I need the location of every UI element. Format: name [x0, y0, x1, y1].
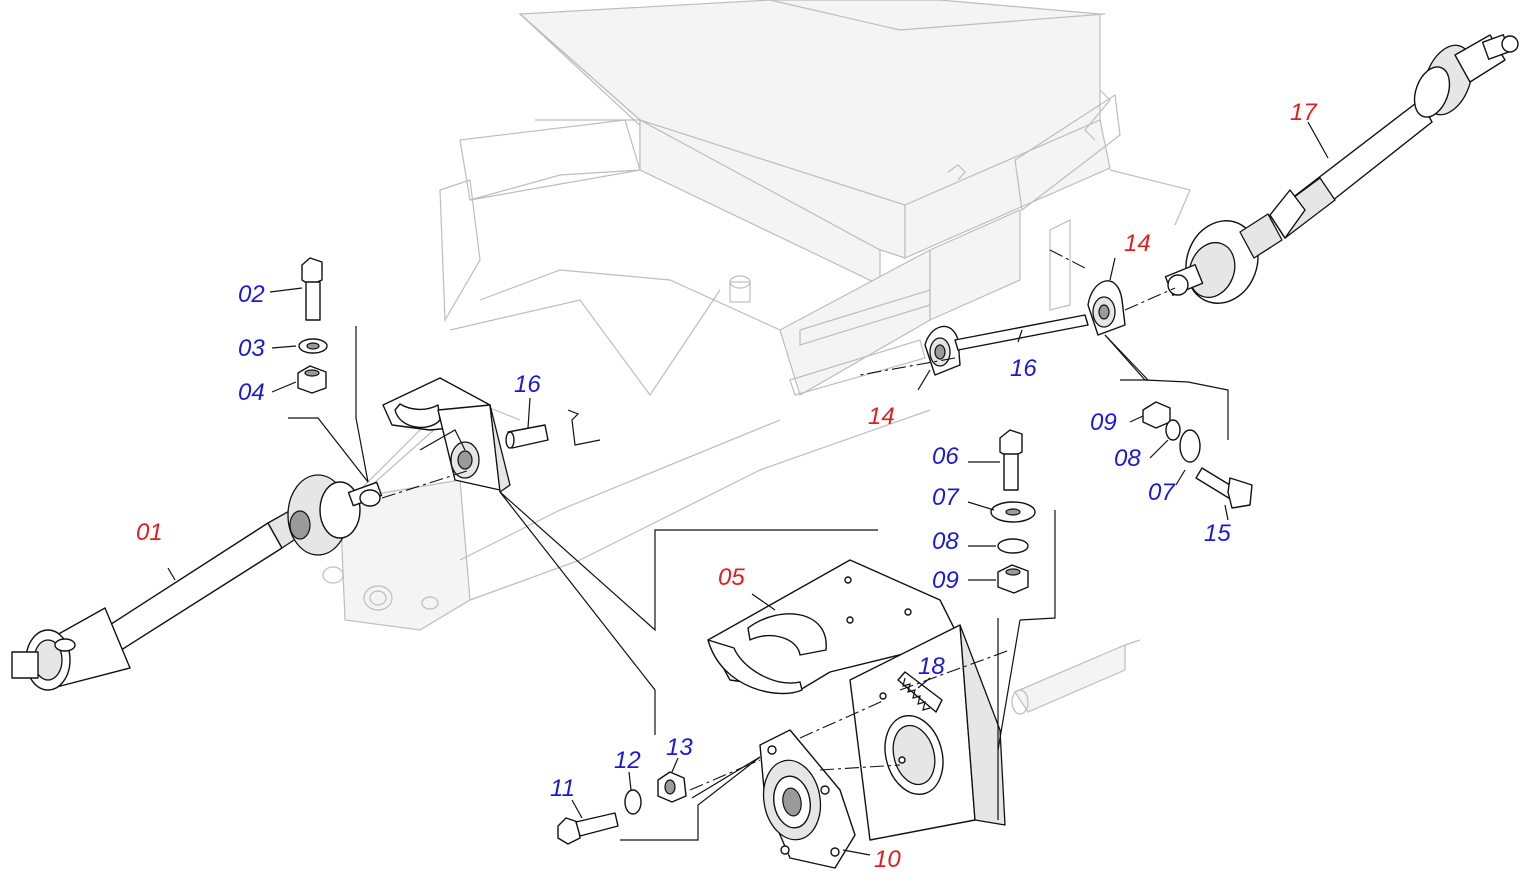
label-17: 17 — [1290, 99, 1318, 126]
label-14b: 14 — [1124, 230, 1151, 257]
washer-08-right — [1165, 419, 1181, 441]
washer-07-right — [1179, 429, 1201, 463]
label-13: 13 — [666, 734, 693, 761]
bearing-unit-left — [924, 325, 961, 376]
center-lines — [381, 249, 1176, 791]
label-04: 04 — [238, 379, 265, 406]
label-11: 11 — [550, 775, 575, 802]
nut-13 — [657, 771, 687, 803]
machine-frame — [322, 0, 1191, 715]
spring-18 — [897, 671, 943, 713]
bearing-unit-right — [1087, 280, 1126, 336]
label-15: 15 — [1204, 520, 1231, 547]
nut-04 — [297, 365, 327, 394]
label-01: 01 — [136, 519, 163, 546]
label-10: 10 — [874, 846, 901, 873]
label-08b: 08 — [1114, 445, 1141, 472]
pto-shaft-left — [11, 474, 383, 691]
leader-lines — [167, 121, 1329, 856]
label-05: 05 — [718, 564, 745, 591]
label-09a: 09 — [932, 567, 959, 594]
label-14a: 14 — [868, 403, 895, 430]
label-08a: 08 — [932, 528, 959, 555]
washer-08 — [997, 538, 1029, 554]
label-07a: 07 — [932, 484, 960, 511]
nut-09-right — [1142, 401, 1171, 429]
label-16b: 16 — [1010, 355, 1037, 382]
label-02: 02 — [238, 281, 265, 308]
link-rod — [954, 314, 1089, 351]
flange-bearing — [759, 729, 856, 869]
bracket-main — [707, 559, 1006, 841]
bolt-15 — [1195, 467, 1253, 509]
bolt-06 — [999, 429, 1023, 491]
bolt-02 — [301, 257, 323, 321]
label-03: 03 — [238, 335, 265, 362]
label-07b: 07 — [1148, 479, 1176, 506]
label-12: 12 — [614, 747, 641, 774]
bracket-upper — [382, 377, 511, 493]
part-labels: 01 02 03 04 16 05 06 07 08 09 18 10 11 1… — [136, 99, 1318, 873]
bolt-11 — [557, 812, 619, 845]
label-06: 06 — [932, 443, 959, 470]
washer-12 — [624, 789, 642, 815]
washer-07-hole — [1005, 508, 1021, 516]
label-09b: 09 — [1090, 409, 1117, 436]
nut-09 — [997, 564, 1029, 594]
washer-03-hole — [306, 342, 320, 350]
label-18: 18 — [918, 653, 945, 680]
pin-16 — [505, 424, 549, 449]
label-16a: 16 — [514, 371, 541, 398]
pto-shaft-right — [1164, 34, 1519, 304]
